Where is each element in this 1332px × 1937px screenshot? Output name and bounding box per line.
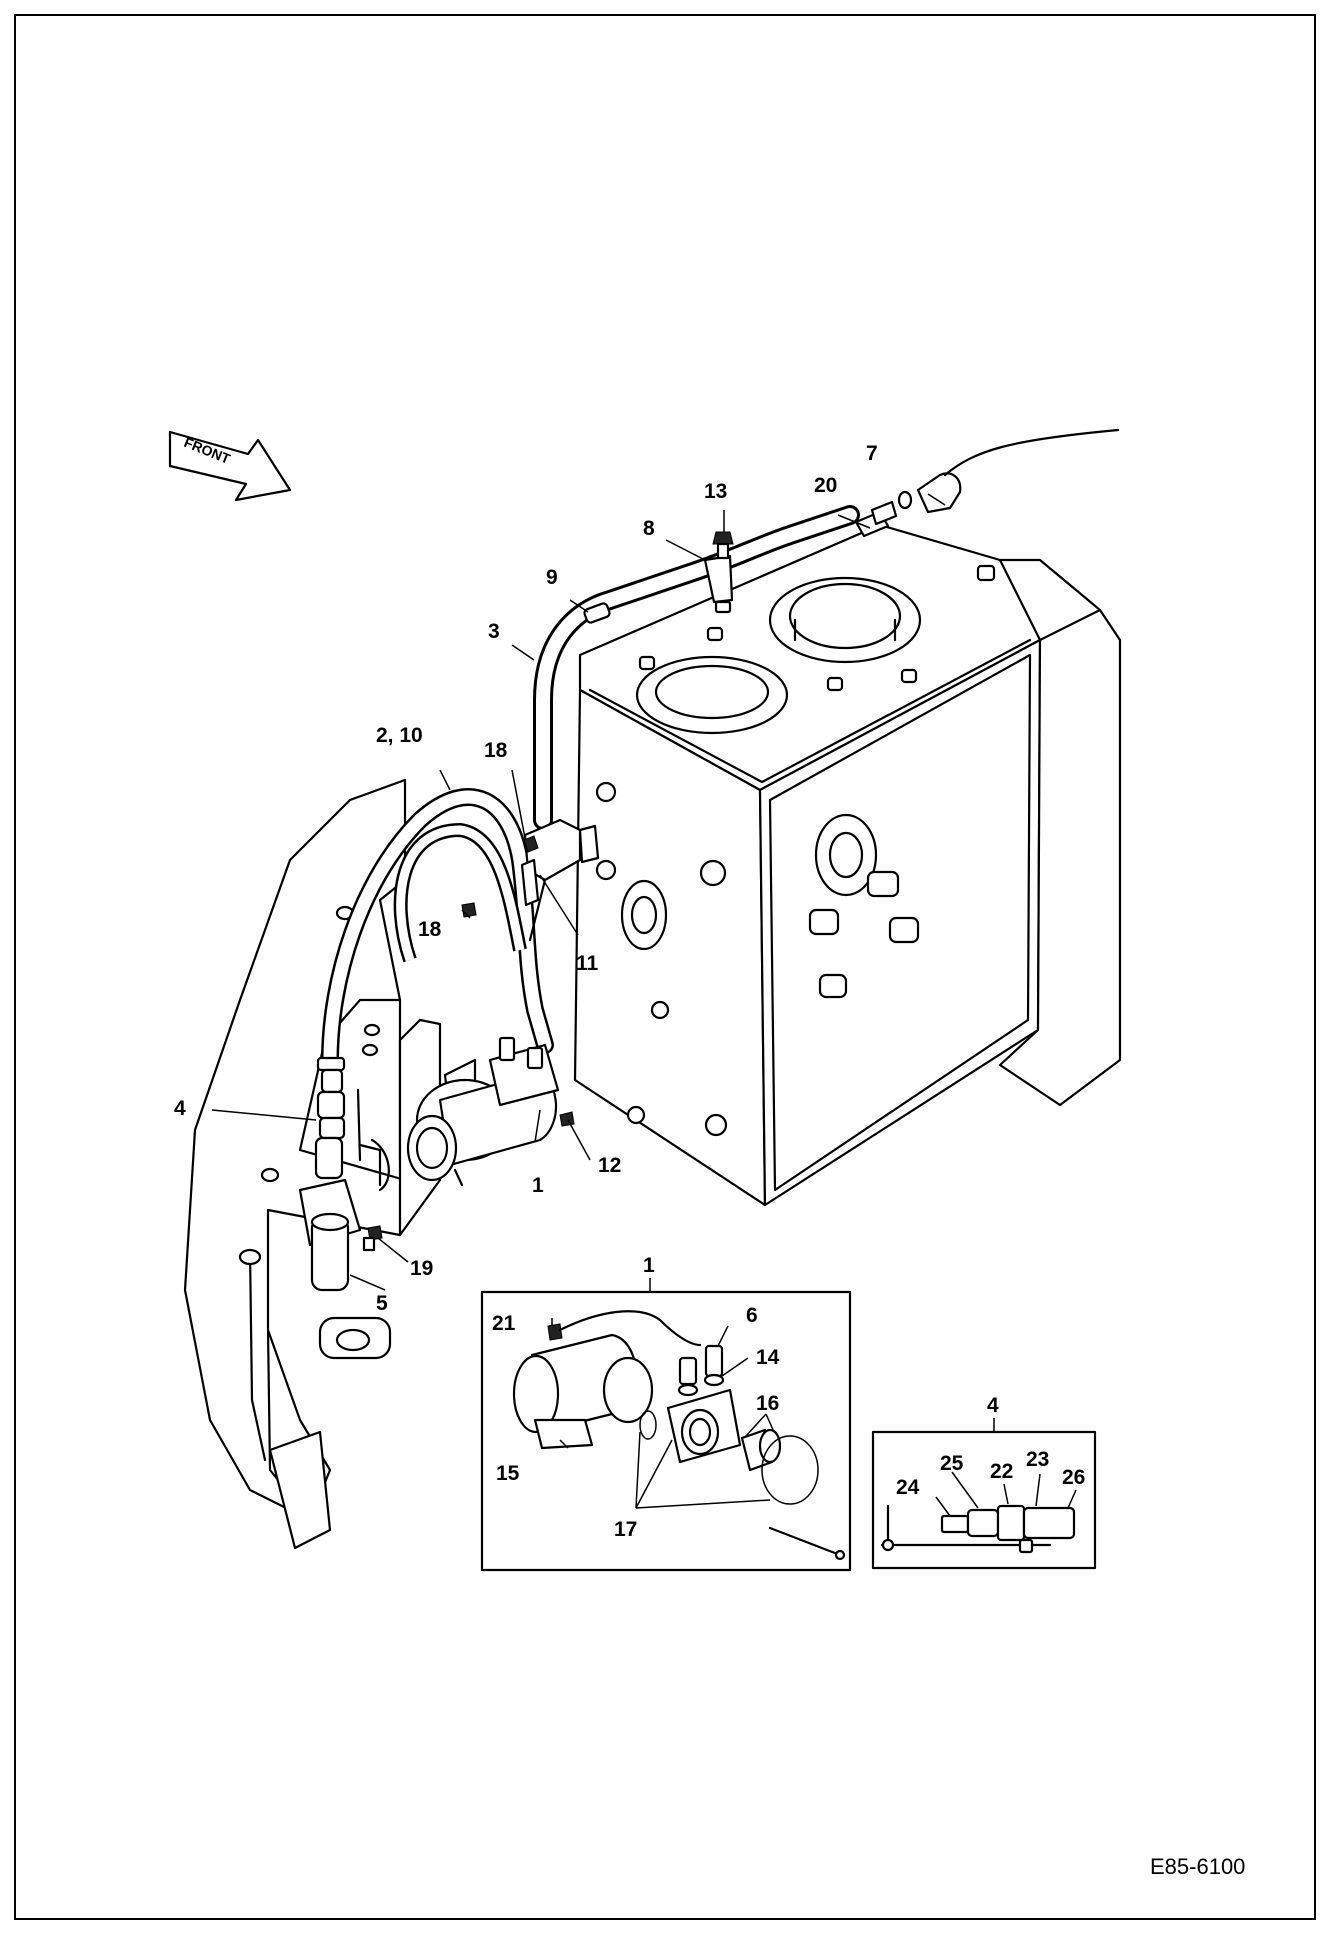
- callout-18-upper: 18: [484, 739, 508, 762]
- leader-lines: [211, 493, 946, 1291]
- callout-19: 19: [410, 1257, 433, 1280]
- callout-18-lower: 18: [418, 918, 442, 941]
- callout-8: 8: [643, 517, 655, 540]
- callout-4-detail: 4: [987, 1394, 999, 1417]
- elbow-fitting: [916, 428, 1120, 514]
- callout-11: 11: [576, 952, 599, 975]
- callout-20: 20: [814, 474, 837, 497]
- callout-9: 9: [546, 566, 558, 589]
- hose-3: [533, 505, 860, 830]
- callout-4-main: 4: [174, 1097, 186, 1120]
- hose-2-10: [316, 788, 554, 1072]
- clamp-9: [583, 602, 611, 624]
- pump-assembly: [406, 1036, 575, 1187]
- callout-6: 6: [746, 1304, 758, 1327]
- callout-17: 17: [614, 1518, 637, 1541]
- callout-labels: 7 20 13 8 9 3 2, 10 18 18 11 4 12 1 19 5…: [174, 442, 1085, 1541]
- bolt-13: [712, 531, 734, 560]
- callout-16: 16: [756, 1392, 779, 1415]
- part-5: [310, 1212, 350, 1292]
- callout-5: 5: [376, 1292, 388, 1315]
- hydraulic-tank: [573, 523, 1122, 1207]
- callout-24: 24: [896, 1476, 920, 1499]
- callout-1-detail: 1: [643, 1254, 655, 1277]
- bracket-11: [520, 818, 600, 942]
- callout-15: 15: [496, 1462, 520, 1485]
- filter-detail-inset: [871, 1418, 1097, 1570]
- callout-14: 14: [756, 1346, 780, 1369]
- callout-21: 21: [492, 1312, 516, 1335]
- callout-25: 25: [940, 1452, 964, 1475]
- callout-26: 26: [1062, 1466, 1085, 1489]
- bolt-18-lower: [461, 902, 477, 918]
- filter-4: [314, 1068, 346, 1180]
- adapter-20: [854, 500, 898, 538]
- front-arrow-icon: FRONT: [168, 430, 292, 502]
- bolt-18-upper: [523, 835, 539, 853]
- pump-detail-inset: [480, 1278, 852, 1572]
- drawing-code: E85-6100: [1150, 1854, 1245, 1879]
- filter-detail-frame: [871, 1430, 1097, 1570]
- bolt-19: [362, 1225, 383, 1252]
- callout-2-10: 2, 10: [376, 724, 423, 747]
- callout-12: 12: [598, 1154, 621, 1177]
- callout-23: 23: [1026, 1448, 1049, 1471]
- clamp-8: [703, 554, 734, 614]
- o-ring-7: [897, 490, 913, 510]
- callout-7: 7: [866, 442, 878, 465]
- callout-13: 13: [704, 480, 727, 503]
- callout-3: 3: [488, 620, 500, 643]
- callout-22: 22: [990, 1460, 1013, 1483]
- callout-1-main: 1: [532, 1174, 544, 1197]
